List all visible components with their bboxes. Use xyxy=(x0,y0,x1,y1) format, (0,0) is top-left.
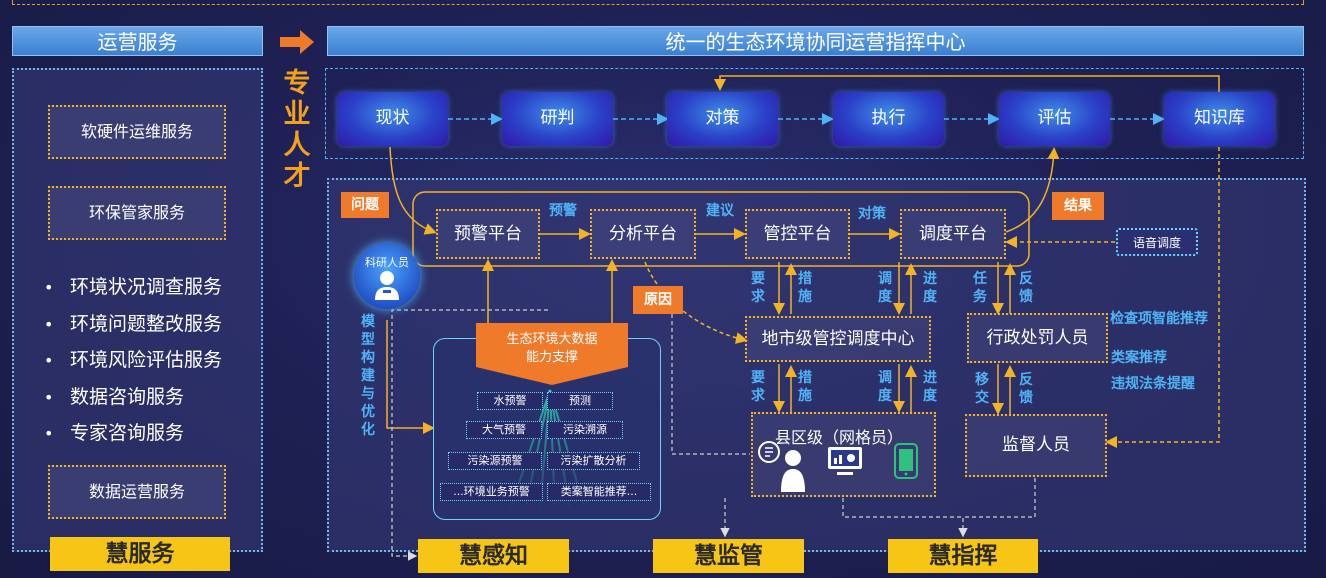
smart-command-label: 慧指挥 xyxy=(888,539,1038,573)
voice-dispatch-button[interactable]: 语音调度 xyxy=(1116,228,1198,256)
capability-item[interactable]: 水预警 xyxy=(477,392,543,410)
platform-early-warning[interactable]: 预警平台 xyxy=(436,209,540,259)
service-box-hardware[interactable]: 软硬件运维服务 xyxy=(48,105,226,159)
right-arrow-icon xyxy=(280,30,314,54)
vlabel-requirement: 要求 xyxy=(751,370,765,404)
note-case-recommend: 类案推荐 xyxy=(1111,350,1167,366)
operator-icon xyxy=(758,441,805,492)
note-law-reminder: 违规法条提醒 xyxy=(1111,376,1195,392)
smart-supervision-label: 慧监管 xyxy=(653,539,804,573)
flow-label-warning: 预警 xyxy=(549,203,577,219)
smart-service-label: 慧服务 xyxy=(50,537,230,571)
vlabel-measures: 措施 xyxy=(798,271,812,305)
vlabel-task: 任务 xyxy=(973,271,987,305)
tag-problem: 问题 xyxy=(341,192,389,218)
step-status[interactable]: 现状 xyxy=(337,92,448,146)
tag-result: 结果 xyxy=(1052,192,1104,220)
flow-label-countermeasure: 对策 xyxy=(858,206,886,222)
flow-label-suggestion: 建议 xyxy=(706,203,734,219)
supervision-staff[interactable]: 监督人员 xyxy=(965,414,1107,477)
step-countermeasure[interactable]: 对策 xyxy=(667,92,778,146)
vlabel-dispatch: 调度 xyxy=(878,271,892,305)
workflow-steps-panel xyxy=(325,68,1304,159)
vlabel-progress: 进度 xyxy=(923,271,937,305)
vlabel-dispatch: 调度 xyxy=(878,370,892,404)
step-execution[interactable]: 执行 xyxy=(833,92,944,146)
city-control-center[interactable]: 地市级管控调度中心 xyxy=(745,316,931,362)
professional-talent-label: 专业人才 xyxy=(283,68,311,192)
mobile-phone-icon xyxy=(894,443,918,479)
person-icon xyxy=(375,271,399,300)
note-inspection-recommend: 检查项智能推荐 xyxy=(1110,311,1208,327)
monitor-icon xyxy=(828,447,862,475)
main-header: 统一的生态环境协同运营指挥中心 xyxy=(327,26,1304,56)
left-panel-header: 运营服务 xyxy=(12,26,263,56)
capability-item[interactable]: 预测 xyxy=(547,392,613,410)
platform-control[interactable]: 管控平台 xyxy=(745,209,850,259)
list-item: •环境风险评估服务 xyxy=(44,349,223,371)
capability-banner xyxy=(476,323,628,385)
capability-item[interactable]: 大气预警 xyxy=(466,421,542,439)
service-box-data-ops[interactable]: 数据运营服务 xyxy=(48,465,226,519)
service-box-env-steward[interactable]: 环保管家服务 xyxy=(48,186,226,240)
vlabel-feedback: 反馈 xyxy=(1019,372,1033,406)
list-item: •环境状况调查服务 xyxy=(44,276,223,298)
top-dashed-border xyxy=(12,0,1304,5)
platform-analysis[interactable]: 分析平台 xyxy=(590,209,696,259)
list-item: •环境问题整改服务 xyxy=(44,312,223,335)
capability-item[interactable]: 类案智能推荐... xyxy=(547,483,651,501)
capability-item[interactable]: 污染溯源 xyxy=(547,421,623,439)
vlabel-requirement: 要求 xyxy=(751,271,765,305)
capability-item[interactable]: 污染源预警 xyxy=(448,452,542,470)
step-evaluation[interactable]: 评估 xyxy=(999,92,1110,146)
capability-item[interactable]: 污染扩散分析 xyxy=(547,452,640,470)
capability-item[interactable]: ...环境业务预警 xyxy=(440,483,543,501)
researcher-label: 科研人员 xyxy=(365,256,409,269)
service-bullet-list: •环境状况调查服务 •环境问题整改服务 •环境风险评估服务 •数据咨询服务 •专… xyxy=(12,269,263,452)
smart-perception-label: 慧感知 xyxy=(418,539,569,573)
step-analysis[interactable]: 研判 xyxy=(502,92,613,146)
county-grid-staff-panel[interactable]: 县区级（网格员） xyxy=(751,412,936,497)
step-knowledge-base[interactable]: 知识库 xyxy=(1164,92,1275,146)
list-item: •专家咨询服务 xyxy=(44,422,185,444)
platform-dispatch[interactable]: 调度平台 xyxy=(900,209,1006,259)
tag-cause: 原因 xyxy=(633,286,683,314)
county-label: 县区级（网格员） xyxy=(775,428,904,447)
researcher-avatar[interactable]: 科研人员 xyxy=(354,243,420,309)
vlabel-transfer: 移交 xyxy=(975,372,989,406)
vlabel-feedback: 反馈 xyxy=(1019,271,1033,305)
model-optimization-label: 模型构建与优化 xyxy=(361,314,375,438)
admin-punishment-staff[interactable]: 行政处罚人员 xyxy=(967,313,1108,363)
vlabel-measures: 措施 xyxy=(798,370,812,404)
list-item: •数据咨询服务 xyxy=(44,385,185,408)
capability-title: 生态环境大数据 能力支撑 xyxy=(506,332,598,365)
vlabel-progress: 进度 xyxy=(923,370,937,404)
